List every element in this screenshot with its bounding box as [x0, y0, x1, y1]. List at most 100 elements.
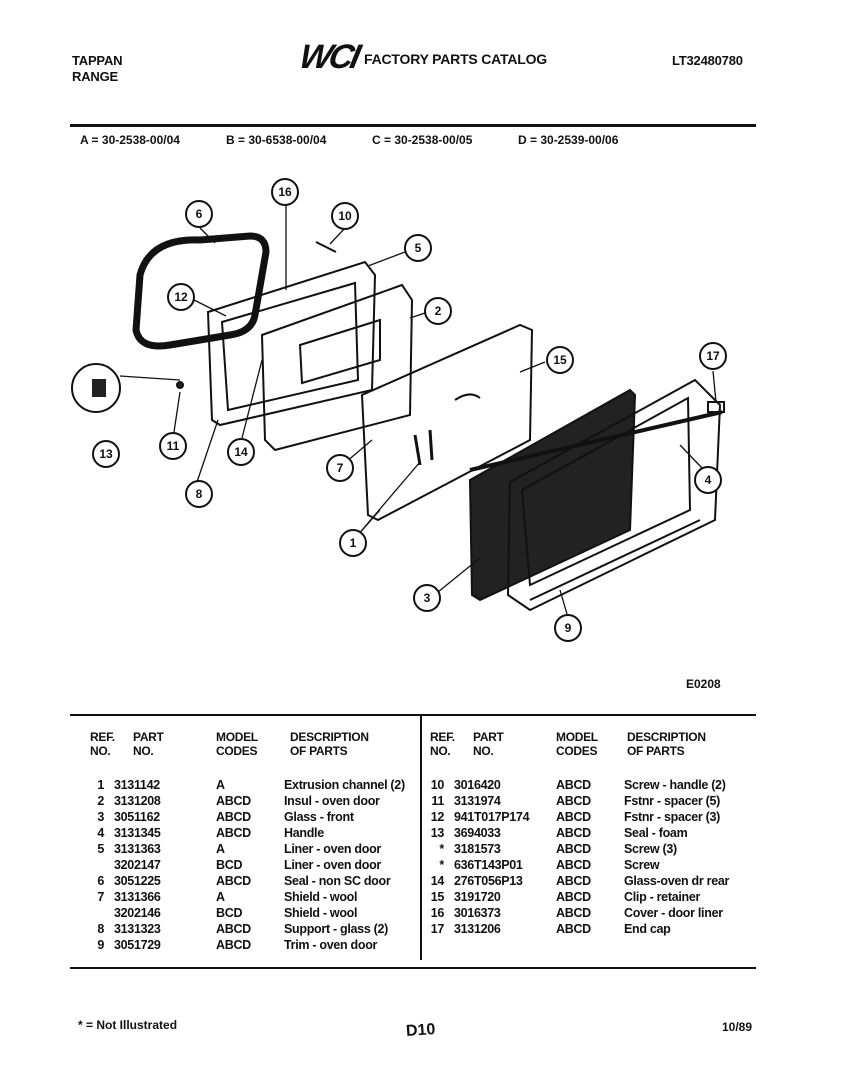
cell-ref: 17 [430, 922, 445, 936]
model-c: C = 30-2538-00/05 [372, 133, 473, 147]
cell-model: BCD [216, 906, 243, 920]
callout-4: 4 [705, 473, 712, 487]
cell-part: 3191720 [454, 890, 501, 904]
callout-6: 6 [196, 207, 203, 221]
callout-8: 8 [196, 487, 203, 501]
cell-desc: Glass-oven dr rear [624, 874, 730, 888]
cell-model: ABCD [556, 794, 591, 808]
callout-3: 3 [424, 591, 431, 605]
callout-13: 13 [99, 447, 113, 461]
callout-10: 10 [338, 209, 352, 223]
callout-11: 11 [167, 439, 180, 453]
cell-part: 3131208 [114, 794, 161, 808]
cell-ref: 16 [430, 906, 445, 920]
cell-model: ABCD [556, 778, 591, 792]
cell-desc: Fstnr - spacer (3) [624, 810, 721, 824]
cell-part: 941T017P174 [454, 810, 530, 824]
header-ref: REF.NO. [430, 730, 455, 758]
cell-part: 636T143P01 [454, 858, 523, 872]
model-d: D = 30-2539-00/06 [518, 133, 619, 147]
cell-model: ABCD [216, 938, 251, 952]
cell-part: 3051162 [114, 810, 160, 824]
cell-part: 3131366 [114, 890, 161, 904]
cell-part: 3016373 [454, 906, 501, 920]
cell-model: ABCD [556, 826, 591, 840]
callout-15: 15 [553, 353, 567, 367]
cell-model: ABCD [556, 858, 591, 872]
cell-part: 276T056P13 [454, 874, 523, 888]
cell-part: 3131345 [114, 826, 161, 840]
cell-model: ABCD [216, 794, 251, 808]
cell-part: 3181573 [454, 842, 501, 856]
cell-ref: 13 [430, 826, 445, 840]
cell-ref: 12 [430, 810, 445, 824]
header-ref: REF.NO. [90, 730, 115, 758]
cell-desc: Trim - oven door [284, 938, 378, 952]
cell-model: A [216, 778, 225, 792]
cell-part: 3131206 [454, 922, 501, 936]
table-bottom-rule [70, 967, 756, 969]
cell-desc: Screw [624, 858, 660, 872]
catalog-number: LT32480780 [672, 53, 743, 68]
cell-ref: 3 [97, 810, 104, 824]
cell-desc: End cap [624, 922, 671, 936]
cell-model: ABCD [216, 810, 251, 824]
header-rule [70, 124, 756, 127]
model-a: A = 30-2538-00/04 [80, 133, 180, 147]
cell-desc: Shield - wool [284, 906, 358, 920]
cell-desc: Cover - door liner [624, 906, 723, 920]
cell-ref: 8 [97, 922, 104, 936]
cell-model: ABCD [216, 826, 251, 840]
cell-ref: 10 [430, 778, 445, 792]
cell-desc: Insul - oven door [284, 794, 380, 808]
cell-model: ABCD [216, 922, 251, 936]
callout-7: 7 [337, 461, 344, 475]
cell-part: 3051225 [114, 874, 161, 888]
cell-model: BCD [216, 858, 243, 872]
cell-desc: Extrusion channel (2) [284, 778, 405, 792]
cell-desc: Seal - foam [624, 826, 688, 840]
cell-desc: Liner - oven door [284, 858, 381, 872]
cell-ref: 2 [97, 794, 104, 808]
cell-ref: 15 [430, 890, 445, 904]
cell-model: ABCD [556, 874, 591, 888]
callout-5: 5 [415, 241, 422, 255]
cell-part: 3051729 [114, 938, 161, 952]
cell-part: 3131142 [114, 778, 160, 792]
cell-ref: 14 [430, 874, 445, 888]
cell-ref: * [439, 842, 444, 856]
cell-desc: Seal - non SC door [284, 874, 391, 888]
callout-14: 14 [234, 445, 248, 459]
cell-desc: Liner - oven door [284, 842, 381, 856]
cell-model: ABCD [556, 906, 591, 920]
cell-model: ABCD [556, 810, 591, 824]
footnote: * = Not Illustrated [78, 1018, 178, 1032]
cell-desc: Glass - front [284, 810, 354, 824]
cell-desc: Fstnr - spacer (5) [624, 794, 721, 808]
callout-16: 16 [278, 185, 292, 199]
cell-part: 3202146 [114, 906, 161, 920]
catalog-title: FACTORY PARTS CATALOG [364, 51, 547, 67]
callout-1: 1 [350, 536, 357, 550]
callout-2: 2 [435, 304, 442, 318]
callout-9: 9 [565, 621, 572, 635]
callout-17: 17 [706, 349, 720, 363]
cell-model: A [216, 842, 225, 856]
cell-ref: 11 [431, 794, 444, 808]
cell-part: 3016420 [454, 778, 501, 792]
cell-desc: Clip - retainer [624, 890, 701, 904]
cell-part: 3131974 [454, 794, 501, 808]
diagram-code: E0208 [686, 677, 721, 691]
revision-date: 10/89 [722, 1020, 753, 1034]
cell-ref: 7 [97, 890, 104, 904]
cell-model: ABCD [216, 874, 251, 888]
table-top-rule [70, 714, 756, 716]
cell-ref: 1 [97, 778, 104, 792]
cell-ref: 5 [97, 842, 104, 856]
brand-name: TAPPAN [72, 53, 123, 68]
